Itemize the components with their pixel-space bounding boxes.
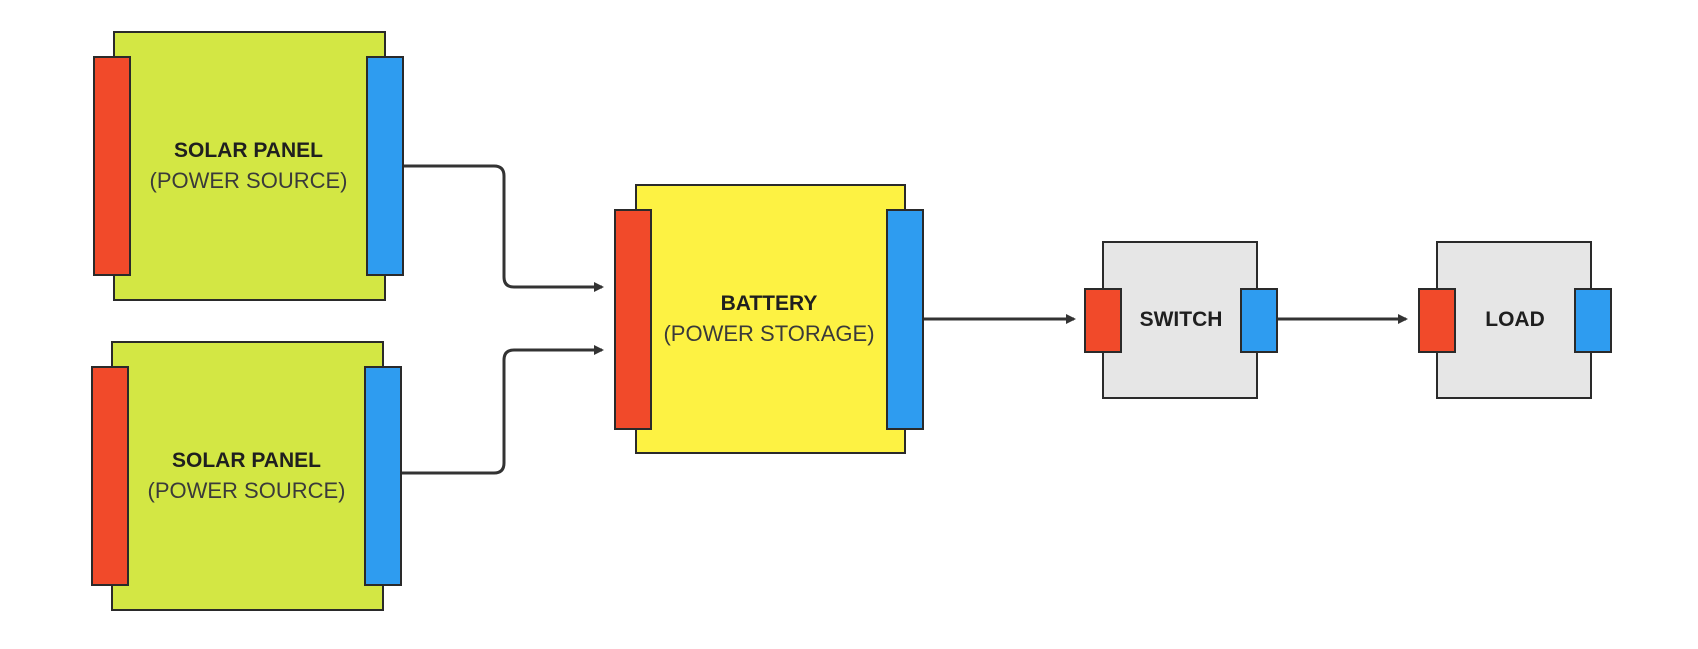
switch-title: SWITCH (1139, 308, 1223, 331)
load-body (1436, 241, 1592, 399)
solar-panel-2-negative-terminal (364, 366, 402, 586)
solar-panel-2-title: SOLAR PANEL (172, 449, 321, 472)
solar-panel-2-positive-terminal (91, 366, 129, 586)
battery-negative-terminal (886, 209, 924, 430)
load-label: LOAD (1456, 241, 1574, 399)
switch-label: SWITCH (1122, 241, 1240, 399)
solar-panel-1-negative-terminal (366, 56, 404, 276)
battery-positive-terminal (614, 209, 652, 430)
switch-negative-terminal (1240, 288, 1278, 353)
battery-subtitle: (POWER STORAGE) (663, 321, 875, 346)
solar-panel-1-label: SOLAR PANEL (POWER SOURCE) (131, 31, 366, 301)
switch-body (1102, 241, 1258, 399)
solar-panel-2-label: SOLAR PANEL (POWER SOURCE) (129, 341, 364, 611)
solar-panel-1-positive-terminal (93, 56, 131, 276)
load-title: LOAD (1485, 308, 1545, 331)
connector-solar1-battery (404, 164, 604, 292)
solar-panel-1-title: SOLAR PANEL (174, 139, 323, 162)
switch-positive-terminal (1084, 288, 1122, 353)
battery-label: BATTERY (POWER STORAGE) (652, 184, 886, 454)
solar-panel-1-subtitle: (POWER SOURCE) (149, 168, 348, 193)
solar-panel-2-body (111, 341, 384, 611)
load-positive-terminal (1418, 288, 1456, 353)
battery-title: BATTERY (720, 292, 818, 315)
solar-panel-2-subtitle: (POWER SOURCE) (147, 478, 346, 503)
load-negative-terminal (1574, 288, 1612, 353)
battery-body (635, 184, 906, 454)
solar-panel-1-body (113, 31, 386, 301)
connector-solar2-battery (402, 345, 604, 475)
